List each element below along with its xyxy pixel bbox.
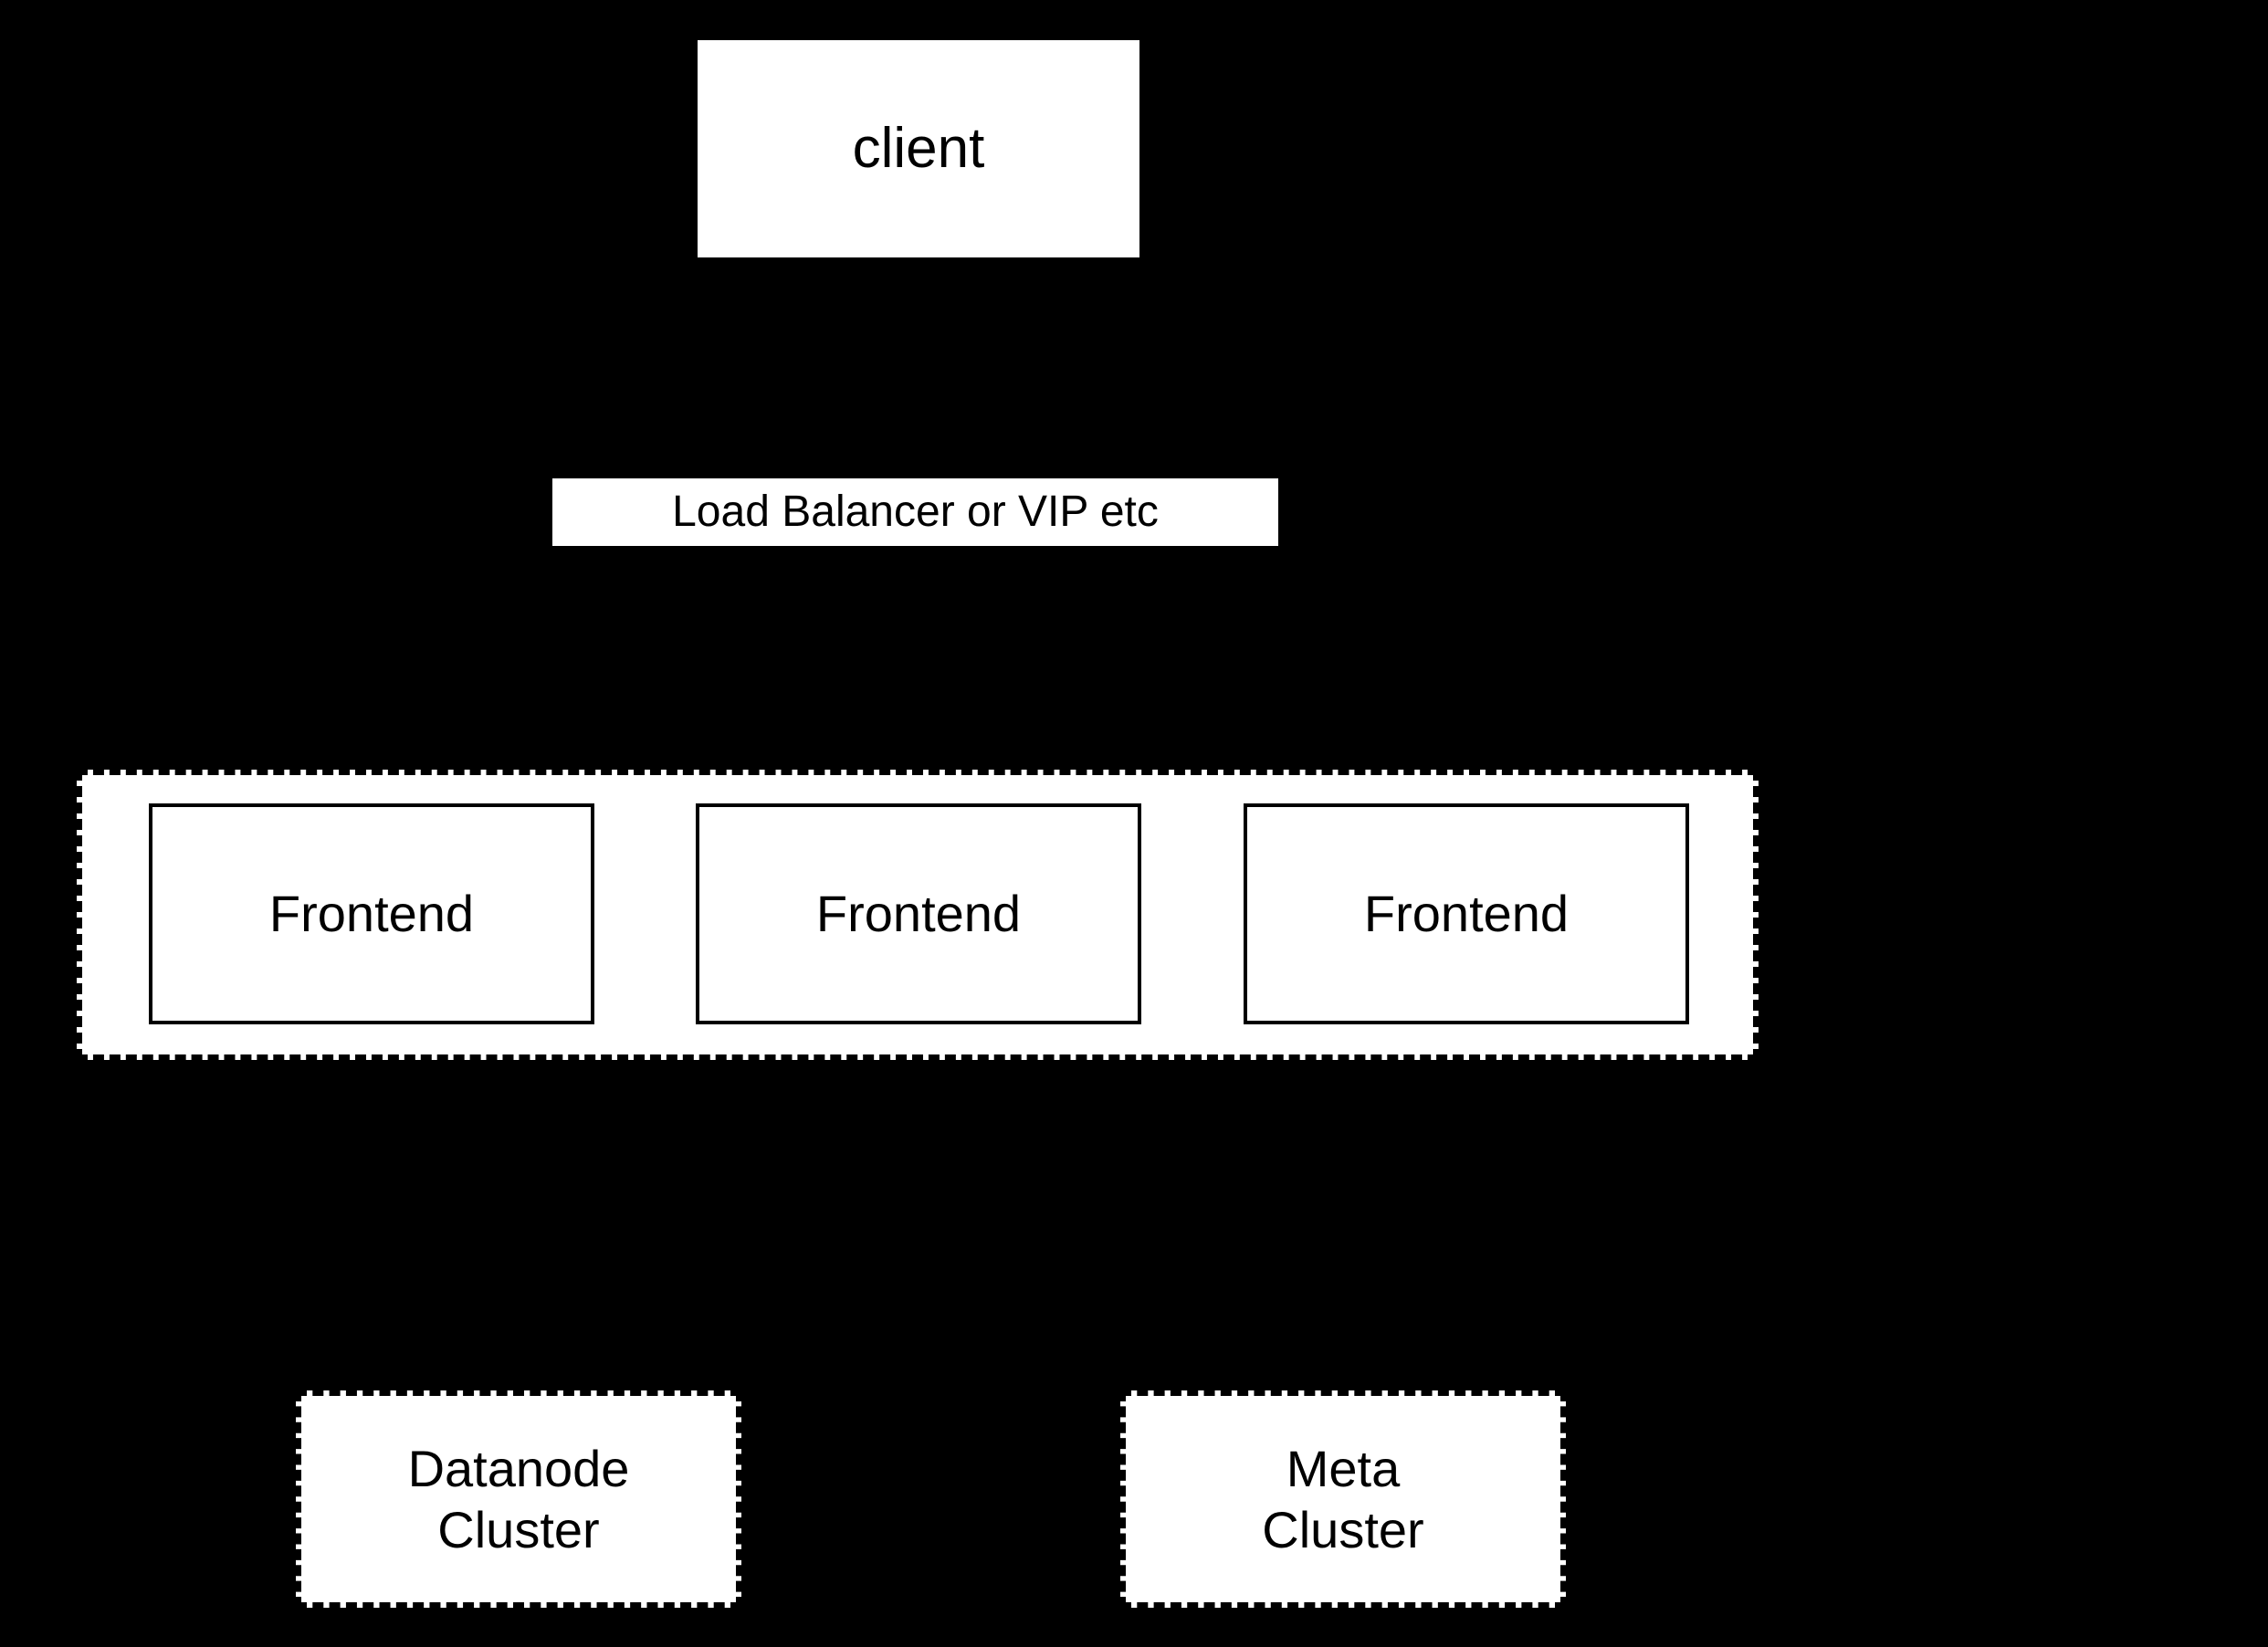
frontend-node-3: Frontend bbox=[1244, 803, 1689, 1024]
meta-cluster-label: Meta Cluster bbox=[1262, 1438, 1423, 1560]
datanode-cluster-label-line2: Cluster bbox=[437, 1501, 600, 1558]
frontend-group: Frontend Frontend Frontend bbox=[77, 770, 1759, 1060]
datanode-cluster-node: Datanode Cluster bbox=[296, 1390, 741, 1608]
meta-cluster-label-line2: Cluster bbox=[1262, 1501, 1424, 1558]
meta-cluster-label-line1: Meta bbox=[1286, 1439, 1401, 1497]
frontend-label-1: Frontend bbox=[268, 885, 475, 943]
client-node: client bbox=[698, 40, 1139, 257]
frontend-node-2: Frontend bbox=[696, 803, 1141, 1024]
load-balancer-node: Load Balancer or VIP etc bbox=[552, 478, 1278, 546]
frontend-label-3: Frontend bbox=[1363, 885, 1570, 943]
load-balancer-label: Load Balancer or VIP etc bbox=[672, 488, 1159, 537]
meta-cluster-node: Meta Cluster bbox=[1120, 1390, 1566, 1608]
client-label: client bbox=[852, 116, 985, 180]
frontend-label-2: Frontend bbox=[815, 885, 1022, 943]
frontend-node-1: Frontend bbox=[149, 803, 594, 1024]
datanode-cluster-label-line1: Datanode bbox=[407, 1439, 630, 1497]
datanode-cluster-label: Datanode Cluster bbox=[408, 1438, 630, 1560]
